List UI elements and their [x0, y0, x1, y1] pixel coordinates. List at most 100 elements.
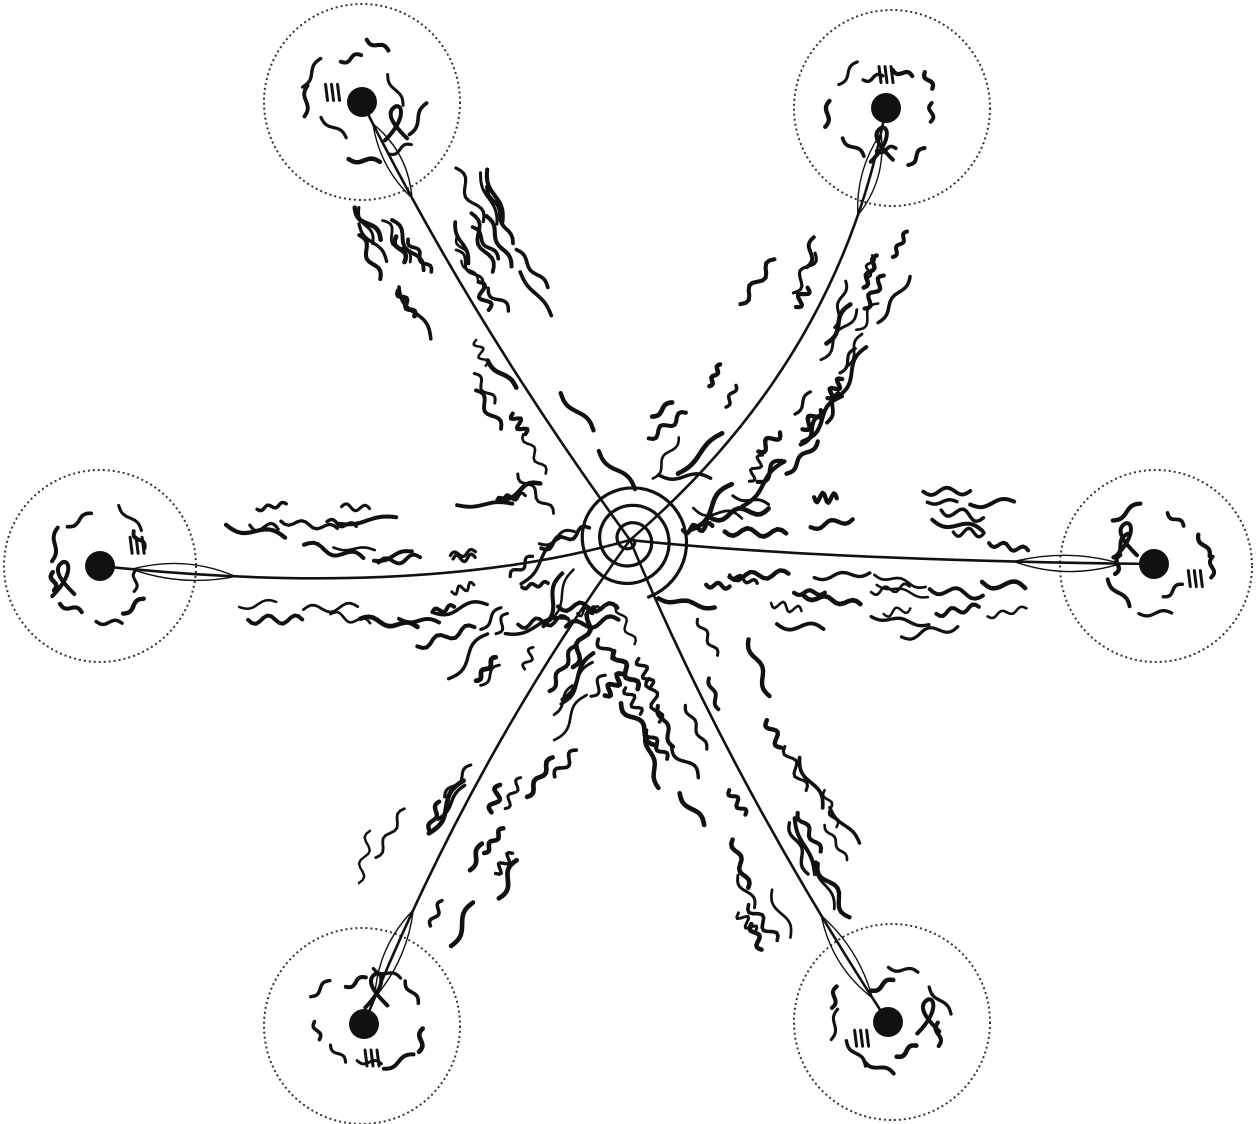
hub-squiggle: [313, 1022, 321, 1040]
hub-squiggle: [123, 599, 144, 614]
hub-squiggle: [341, 54, 361, 62]
squiggle-mark: [516, 250, 547, 288]
squiggle-mark: [520, 272, 551, 316]
connection-arms: [100, 102, 1154, 1024]
hub-squiggle: [388, 75, 404, 106]
squiggle-mark: [433, 605, 455, 612]
tick-mark: [130, 537, 132, 553]
squiggle-mark: [923, 488, 970, 495]
tick-mark: [365, 1050, 367, 1066]
squiggle-field-bottom-left: [359, 537, 623, 946]
squiggle-mark: [771, 602, 801, 612]
squiggle-mark: [901, 627, 957, 640]
squiggle-mark: [430, 901, 442, 926]
tick-mark: [371, 1050, 373, 1066]
squiggle-mark: [741, 259, 775, 304]
squiggle-mark: [927, 500, 957, 504]
hub-squiggle: [936, 1023, 942, 1046]
hub-squiggle: [831, 1009, 837, 1039]
hub-squiggle: [1198, 535, 1210, 557]
hub-squiggle: [133, 570, 137, 592]
squiggle-mark: [605, 673, 623, 696]
hub-node-right: [1139, 549, 1169, 579]
hub-squiggle: [119, 506, 142, 531]
squiggle-mark: [787, 441, 818, 473]
squiggle-mark: [342, 504, 370, 511]
hub-squiggle: [924, 72, 933, 89]
tick-mark: [1194, 571, 1196, 587]
hub-top-left: [303, 40, 427, 163]
squiggle-mark: [989, 543, 1028, 551]
hub-squiggle: [51, 572, 57, 590]
hub-squiggle: [832, 986, 837, 1008]
squiggle-mark: [511, 414, 528, 435]
hub-squiggle: [908, 148, 924, 165]
squiggle-mark: [496, 614, 508, 634]
squiggle-mark: [795, 818, 815, 874]
squiggle-mark: [652, 403, 672, 417]
arm-line-top-left: [362, 102, 630, 540]
squiggle-mark: [481, 608, 501, 630]
squiggle-mark: [672, 745, 699, 777]
tick-mark: [142, 537, 144, 553]
squiggle-mark: [795, 392, 810, 414]
squiggle-mark: [527, 757, 553, 797]
squiggle-mark: [941, 509, 983, 521]
tick-mark: [332, 84, 334, 100]
squiggle-mark: [930, 588, 983, 599]
hub-squiggle: [889, 967, 918, 972]
hub-node-bottom-left: [349, 1009, 379, 1039]
hub-squiggle: [331, 1045, 346, 1062]
squiggle-mark: [765, 720, 781, 748]
squiggle-mark: [726, 385, 737, 407]
squiggle-mark: [561, 393, 594, 430]
tick-mark: [861, 1030, 863, 1046]
hub-node-bottom-right: [873, 1007, 903, 1037]
tick-mark: [377, 1050, 379, 1066]
squiggle-mark: [591, 675, 605, 696]
hub-squiggle: [304, 86, 308, 117]
hub-bottom-left: [311, 969, 423, 1069]
hub-squiggle: [389, 144, 412, 154]
hub-squiggle: [405, 981, 418, 1003]
hub-squiggle: [1139, 611, 1172, 616]
squiggle-mark: [452, 582, 474, 594]
squiggle-mark: [470, 844, 482, 871]
hub-squiggle: [893, 70, 913, 76]
squiggle-mark: [783, 747, 807, 791]
hub-node-top-left: [347, 87, 377, 117]
hub-squiggle: [1113, 504, 1141, 521]
hub-squiggle: [68, 513, 92, 526]
loop-mark: [385, 106, 407, 140]
hub-squiggle: [419, 1029, 423, 1052]
squiggle-field-bottom-right: [597, 605, 859, 950]
squiggle-mark: [814, 573, 870, 580]
squiggle-mark: [658, 598, 714, 608]
hub-squiggle: [384, 1054, 414, 1068]
hub-squiggle: [929, 103, 933, 122]
squiggle-mark: [725, 528, 786, 536]
hub-squiggle: [96, 620, 122, 624]
hub-squiggle: [346, 977, 366, 987]
squiggle-mark: [304, 543, 363, 558]
squiggle-mark: [376, 809, 405, 858]
tick-mark: [1200, 571, 1202, 587]
squiggle-field-left: [226, 483, 619, 648]
arm-line-right: [630, 540, 1154, 564]
tick-mark: [879, 67, 881, 83]
squiggle-mark: [708, 678, 718, 709]
tick-mark: [326, 84, 328, 100]
squiggle-mark: [856, 304, 878, 330]
squiggle-mark: [825, 825, 847, 860]
squiggle-mark: [522, 582, 548, 589]
squiggle-mark: [758, 433, 780, 453]
hub-squiggle: [60, 604, 82, 612]
squiggle-mark: [339, 517, 397, 525]
squiggle-mark: [680, 793, 705, 825]
squiggle-mark: [554, 750, 576, 777]
squiggle-mark: [878, 277, 910, 323]
squiggle-mark: [749, 455, 762, 481]
hub-squiggle: [321, 117, 346, 137]
